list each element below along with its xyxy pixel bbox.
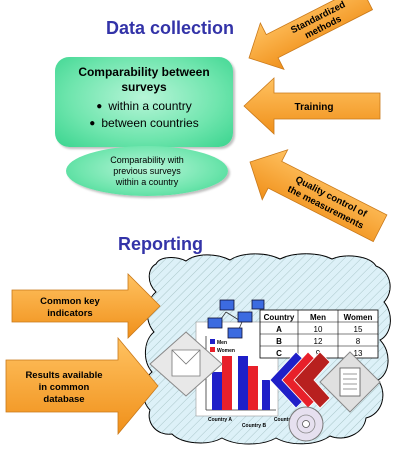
- bar-men-country-c: [262, 380, 270, 410]
- bar-men-country-a: [212, 372, 222, 410]
- previous-surveys-line-3: within a country: [115, 176, 179, 187]
- legend-women-label: Women: [217, 348, 235, 354]
- table-row-c-women: 13: [354, 349, 363, 358]
- training-label: Training: [295, 102, 334, 113]
- data-collection-heading: Data collection: [106, 18, 235, 38]
- comparability-list: within a country between countries: [55, 98, 233, 132]
- category-label-country-b: Country B: [242, 423, 267, 429]
- results-available-arrow: Results available in common database: [5, 336, 159, 436]
- common-key-indicators-label-1: Common key: [40, 296, 100, 307]
- legend-men-label: Men: [217, 340, 227, 346]
- category-label-country-c: Country C: [274, 417, 299, 423]
- reporting-heading: Reporting: [118, 234, 203, 254]
- results-available-label-1: Results available: [25, 370, 102, 381]
- previous-surveys-line-2: previous surveys: [113, 165, 181, 176]
- table-header-women: Women: [344, 313, 373, 322]
- training-arrow: Training: [243, 77, 381, 135]
- table-row-a-women: 15: [354, 325, 363, 334]
- standardized-methods-arrow: Standardized methods: [248, 0, 374, 71]
- comparability-between-surveys-box: Comparability between surveys within a c…: [55, 57, 233, 147]
- quality-control-arrow: Quality control of the measurements: [249, 149, 388, 243]
- category-label-country-a: Country A: [208, 417, 232, 423]
- table-header-country: Country: [264, 313, 295, 322]
- common-key-indicators-arrow: Common key indicators: [11, 273, 161, 339]
- mail-envelope-icon: [149, 331, 223, 397]
- legend-men-swatch: [210, 339, 215, 344]
- comparability-box-title: Comparability between surveys: [78, 65, 210, 94]
- table-row-b-country: B: [276, 337, 282, 346]
- previous-surveys-ellipse: Comparability with previous surveys with…: [66, 146, 228, 196]
- legend-women-swatch: [210, 347, 215, 352]
- table-row-a-men: 10: [314, 325, 323, 334]
- clipart-table: Country Men Women A 10 15 B 12 8 C 9 13: [259, 309, 379, 359]
- comparability-item-between-countries: between countries: [55, 115, 233, 132]
- bar-men-country-b: [238, 356, 248, 410]
- bar-women-country-a: [222, 356, 232, 410]
- results-available-label-3: database: [43, 394, 84, 405]
- cd-disc-icon: [288, 406, 324, 442]
- table-row-c-country: C: [276, 349, 282, 358]
- common-key-indicators-label-2: indicators: [47, 308, 92, 319]
- table-header-men: Men: [310, 313, 326, 322]
- table-row-b-women: 8: [356, 337, 361, 346]
- table-row-a-country: A: [276, 325, 282, 334]
- previous-surveys-line-1: Comparability with: [110, 154, 184, 165]
- computer-network-icon: [207, 299, 265, 339]
- results-available-label-2: in common: [39, 382, 90, 393]
- document-server-icon: [319, 351, 381, 413]
- bar-women-country-b: [248, 366, 258, 410]
- table-row-b-men: 12: [314, 337, 323, 346]
- chevron-stack-icon: [269, 351, 331, 409]
- comparability-item-within-country: within a country: [55, 98, 233, 115]
